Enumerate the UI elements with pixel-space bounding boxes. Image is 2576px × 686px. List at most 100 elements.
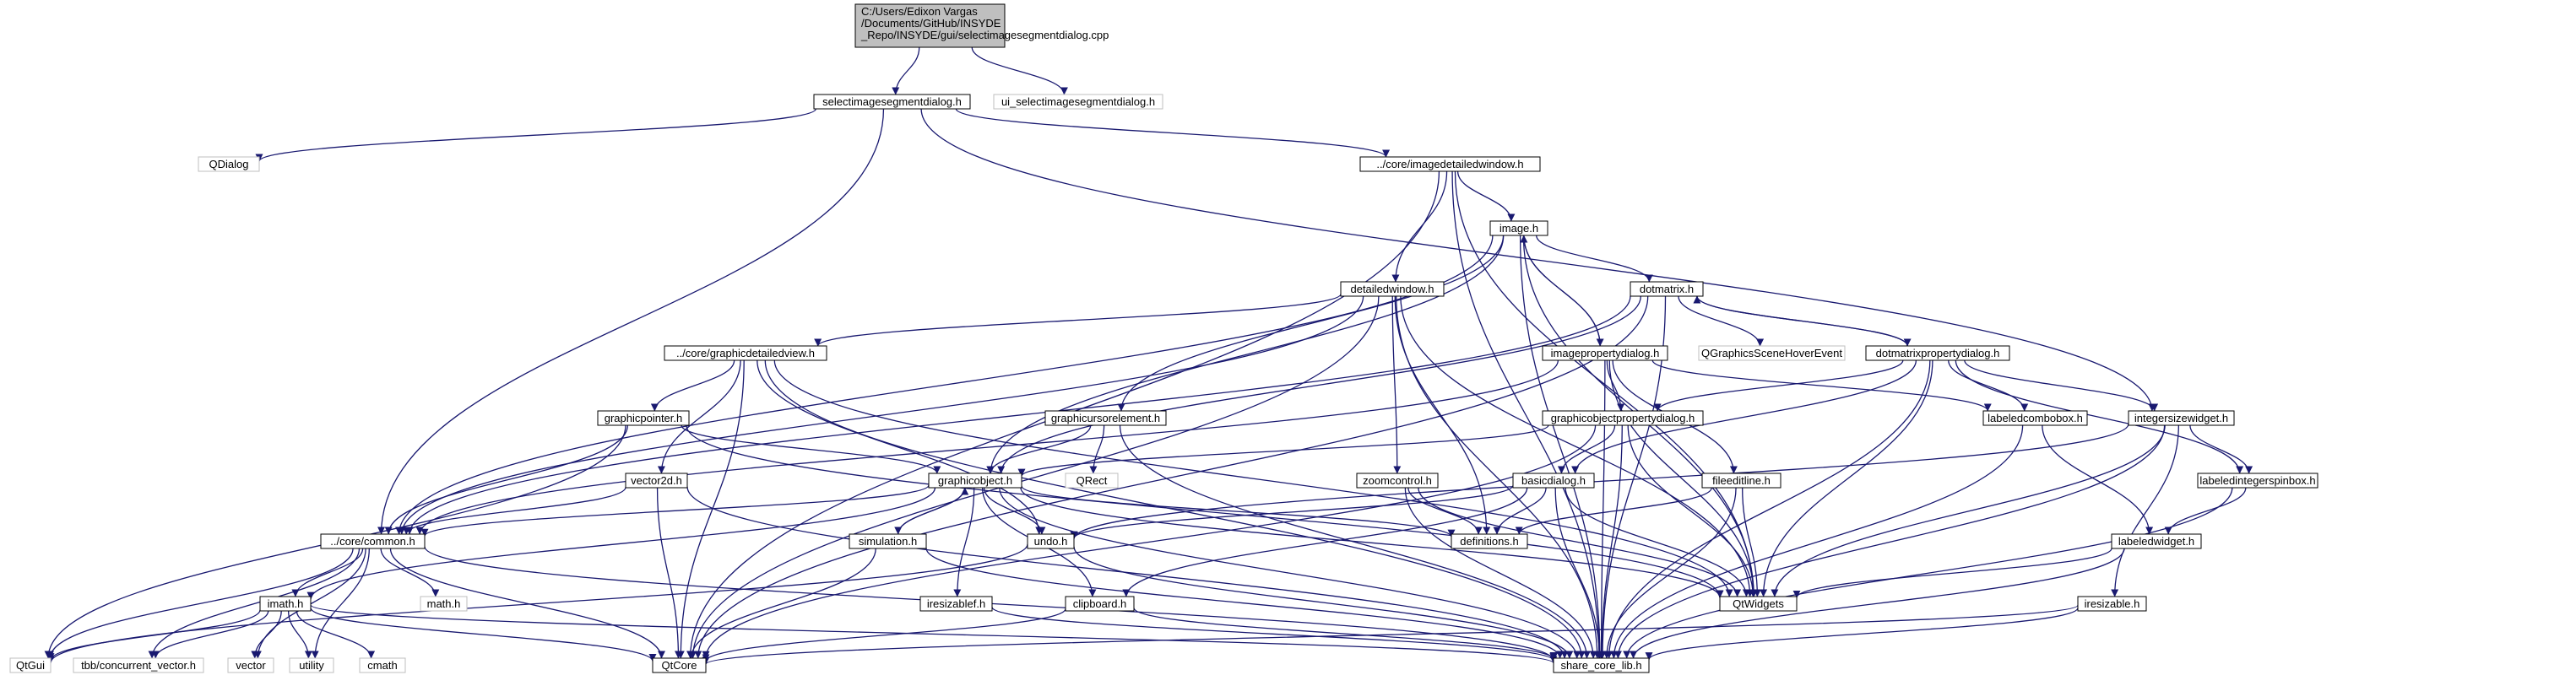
node-cmath[interactable]: cmath — [359, 657, 406, 673]
node-QRect[interactable]: QRect — [1065, 473, 1119, 489]
edge-vector2d_h-to-common_h — [402, 487, 626, 535]
node-box — [2077, 596, 2147, 612]
node-imath-h[interactable]: imath.h — [259, 596, 312, 612]
edge-fileeditline_h-to-share_core_lib_h — [1603, 487, 1737, 659]
edge-graphicobject_h-to-share_core_lib_h — [999, 487, 1581, 659]
node-label: cmath — [367, 659, 397, 672]
node-dotmatrix-h[interactable]: dotmatrix.h — [1630, 281, 1704, 297]
node-labeledintegerspinbox-h[interactable]: labeledintegerspinbox.h — [2197, 473, 2318, 489]
node-integersizewidget-h[interactable]: integersizewidget.h — [2128, 410, 2235, 426]
node-labeledcombobox-h[interactable]: labeledcombobox.h — [1982, 410, 2088, 426]
node-imagepropertydialog-h[interactable]: imagepropertydialog.h — [1542, 345, 1668, 361]
edge-imagepropertydialog_h-to-QtWidgets — [1608, 359, 1758, 597]
node-box — [1630, 281, 1704, 297]
edge-common_h-to-utility — [311, 548, 370, 659]
node-iresizablef-h[interactable]: iresizablef.h — [919, 596, 993, 612]
node-box — [1356, 473, 1439, 489]
node-box — [1542, 410, 1704, 426]
node-QGraphicsSceneHoverEvent[interactable]: QGraphicsSceneHoverEvent — [1698, 345, 1846, 361]
edge-dotmatrixpropertydialog_h-to-labeledcombobox_h — [1948, 359, 2029, 412]
node-share-core-lib-h[interactable]: share_core_lib.h — [1553, 657, 1650, 673]
node-definitions-h[interactable]: definitions.h — [1451, 533, 1528, 549]
edge-graphicpointer_h-to-graphicobject_h — [681, 424, 941, 474]
node-box — [2111, 533, 2202, 549]
node-label: ../core/imagedetailedwindow.h — [1376, 158, 1523, 170]
node-ui-selectimagesegmentdialog-h[interactable]: ui_selectimagesegmentdialog.h — [993, 94, 1163, 110]
node-common-h[interactable]: ../core/common.h — [320, 533, 426, 549]
node-label: graphicpointer.h — [605, 412, 683, 424]
node-basicdialog-h[interactable]: basicdialog.h — [1512, 473, 1595, 489]
node-labeledwidget-h[interactable]: labeledwidget.h — [2111, 533, 2202, 549]
node-image-h[interactable]: image.h — [1489, 220, 1548, 236]
edge-dotmatrixpropertydialog_h-to-QtWidgets — [1760, 359, 1933, 597]
node-QtWidgets[interactable]: QtWidgets — [1719, 596, 1798, 612]
node-box — [1044, 410, 1167, 426]
node-box — [919, 596, 993, 612]
node-root[interactable]: C:/Users/Edixon Vargas/Documents/GitHub/… — [854, 3, 1109, 48]
node-label: imath.h — [268, 597, 304, 610]
edge-imath_h-to-vector — [251, 610, 282, 659]
node-box — [420, 596, 468, 612]
edge-labeledwidget_h-to-QtWidgets — [1792, 548, 2112, 598]
node-box — [1542, 345, 1668, 361]
node-utility[interactable]: utility — [289, 657, 334, 673]
edge-iresizable_h-to-share_core_lib_h — [1645, 607, 2079, 661]
node-selectimagesegmentdialog-h[interactable]: selectimagesegmentdialog.h — [813, 94, 971, 110]
node-label: undo.h — [1034, 535, 1068, 548]
node-imagedetailedwindow-h[interactable]: ../core/imagedetailedwindow.h — [1359, 156, 1541, 172]
edge-fileeditline_h-to-definitions_h — [1515, 487, 1712, 535]
node-box — [198, 156, 260, 172]
node-detailedwindow-h[interactable]: detailedwindow.h — [1340, 281, 1445, 297]
node-concurrent-vector-h[interactable]: tbb/concurrent_vector.h — [73, 657, 204, 673]
node-undo-h[interactable]: undo.h — [1027, 533, 1075, 549]
edge-graphicursorelement_h-to-QRect — [1089, 424, 1105, 474]
node-box — [320, 533, 426, 549]
edge-simulation_h-to-QtCore — [687, 548, 876, 659]
node-label: labeledcombobox.h — [1988, 412, 2083, 424]
edge-basicdialog_h-to-definitions_h — [1493, 487, 1547, 535]
node-label: iresizablef.h — [927, 597, 985, 610]
node-label: simulation.h — [859, 535, 917, 548]
node-fileeditline-h[interactable]: fileeditline.h — [1701, 473, 1782, 489]
edge-graphicdetailedview_h-to-graphicpointer_h — [650, 359, 735, 412]
node-label: imagepropertydialog.h — [1551, 347, 1660, 359]
node-QtCore[interactable]: QtCore — [652, 657, 707, 673]
edge-image_h-to-dotmatrix_h — [1536, 235, 1653, 283]
node-box — [664, 345, 827, 361]
node-clipboard-h[interactable]: clipboard.h — [1065, 596, 1135, 612]
node-QDialog[interactable]: QDialog — [198, 156, 260, 172]
node-math-h[interactable]: math.h — [420, 596, 468, 612]
node-graphicpointer-h[interactable]: graphicpointer.h — [597, 410, 690, 426]
edge-dotmatrixpropertydialog_h-to-basicdialog_h — [1571, 359, 1917, 474]
edge-detailedwindow_h-to-graphicdetailedview_h — [814, 293, 1342, 347]
node-vector2d-h[interactable]: vector2d.h — [625, 473, 688, 489]
edge-graphicobject_h-to-imath_h — [306, 487, 936, 600]
node-graphicursorelement-h[interactable]: graphicursorelement.h — [1044, 410, 1167, 426]
node-label: vector — [236, 659, 266, 672]
node-QtGui[interactable]: QtGui — [9, 657, 52, 673]
node-label: dotmatrixpropertydialog.h — [1876, 347, 2000, 359]
node-box — [9, 657, 52, 673]
node-graphicdetailedview-h[interactable]: ../core/graphicdetailedview.h — [664, 345, 827, 361]
node-box — [2128, 410, 2235, 426]
edge-imagedetailedwindow_h-to-detailedwindow_h — [1391, 170, 1448, 283]
edge-imagepropertydialog_h-to-share_core_lib_h — [1597, 359, 1606, 659]
edge-imagedetailedwindow_h-to-share_core_lib_h — [1451, 170, 1603, 659]
edge-graphicpointer_h-to-QtWidgets — [686, 424, 1724, 598]
node-box — [227, 657, 274, 673]
node-graphicobject-h[interactable]: graphicobject.h — [928, 473, 1022, 489]
node-dotmatrixpropertydialog-h[interactable]: dotmatrixpropertydialog.h — [1865, 345, 2010, 361]
edge-root-to-ui_selectimagesegmentdialog_h — [971, 46, 1068, 95]
node-label: share_core_lib.h — [1560, 659, 1641, 672]
node-iresizable-h[interactable]: iresizable.h — [2077, 596, 2147, 612]
node-graphicobjectpropertydialog-h[interactable]: graphicobjectpropertydialog.h — [1542, 410, 1704, 426]
edge-dotmatrixpropertydialog_h-to-integersizewidget_h — [1964, 359, 2159, 412]
edge-graphicobjectpropertydialog_h-to-basicdialog_h — [1557, 424, 1616, 474]
edge-integersizewidget_h-to-undo_h — [1070, 424, 2129, 539]
edge-detailedwindow_h-to-zoomcontrol_h — [1391, 295, 1402, 474]
node-label: image.h — [1500, 222, 1538, 235]
node-zoomcontrol-h[interactable]: zoomcontrol.h — [1356, 473, 1439, 489]
node-vector[interactable]: vector — [227, 657, 274, 673]
node-simulation-h[interactable]: simulation.h — [849, 533, 927, 549]
